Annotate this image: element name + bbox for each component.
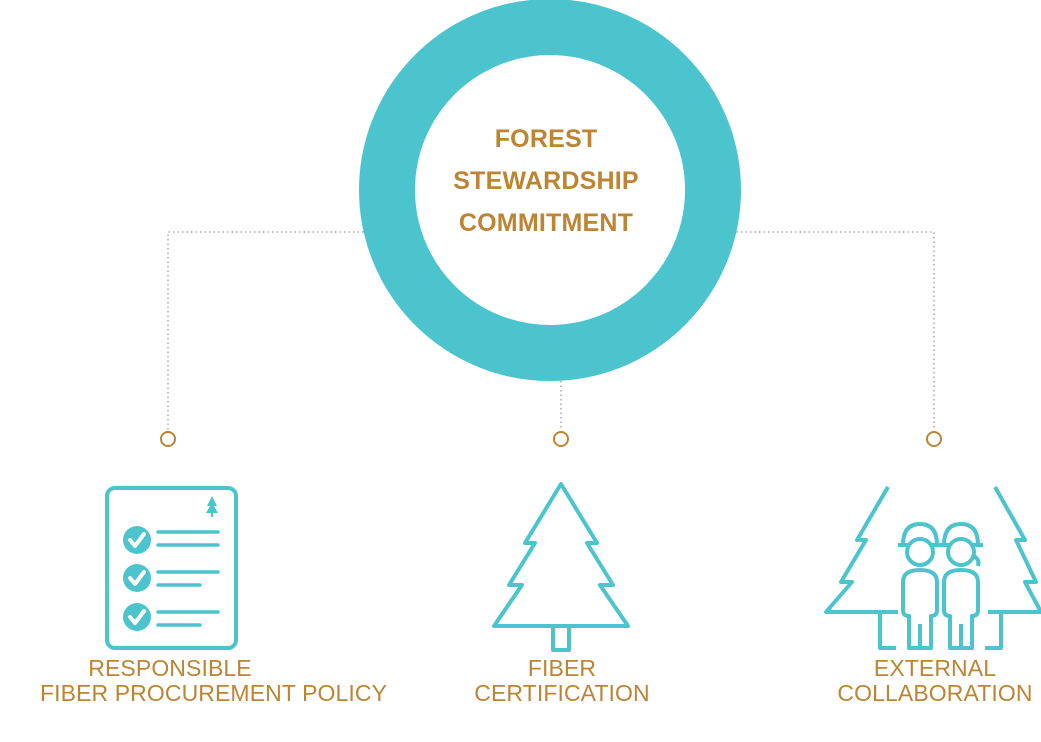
center-title-line-3: COMMITMENT bbox=[458, 209, 634, 237]
node-middle bbox=[553, 431, 569, 447]
center-title-line-1: FOREST bbox=[494, 125, 598, 153]
node-left bbox=[160, 431, 176, 447]
branch-label-line: CERTIFICATION bbox=[474, 680, 650, 706]
connector-right bbox=[732, 231, 935, 430]
branch-label-fiber-certification: FIBER CERTIFICATION bbox=[462, 656, 662, 706]
branch-label-line: RESPONSIBLE bbox=[88, 655, 252, 681]
branch-label-line: COLLABORATION bbox=[837, 680, 1033, 706]
tree-icon bbox=[492, 482, 630, 652]
center-ring bbox=[359, 0, 741, 381]
connector-lines bbox=[167, 231, 935, 430]
branch-label-line: FIBER PROCUREMENT POLICY bbox=[40, 680, 388, 706]
branch-label-line: FIBER bbox=[527, 655, 597, 681]
people-trees-icon bbox=[824, 485, 1041, 650]
connector-left bbox=[167, 231, 368, 430]
policy-checklist-icon bbox=[105, 486, 238, 650]
center-title-line-2: STEWARDSHIP bbox=[453, 167, 639, 195]
branch-label-external-collaboration: EXTERNAL COLLABORATION bbox=[835, 656, 1035, 706]
branch-label-procurement-policy: RESPONSIBLE FIBER PROCUREMENT POLICY bbox=[40, 655, 388, 706]
connector-nodes bbox=[160, 431, 942, 447]
node-right bbox=[926, 431, 942, 447]
center-title: FOREST STEWARDSHIP COMMITMENT bbox=[430, 118, 662, 244]
branch-label-line: EXTERNAL bbox=[873, 655, 997, 681]
